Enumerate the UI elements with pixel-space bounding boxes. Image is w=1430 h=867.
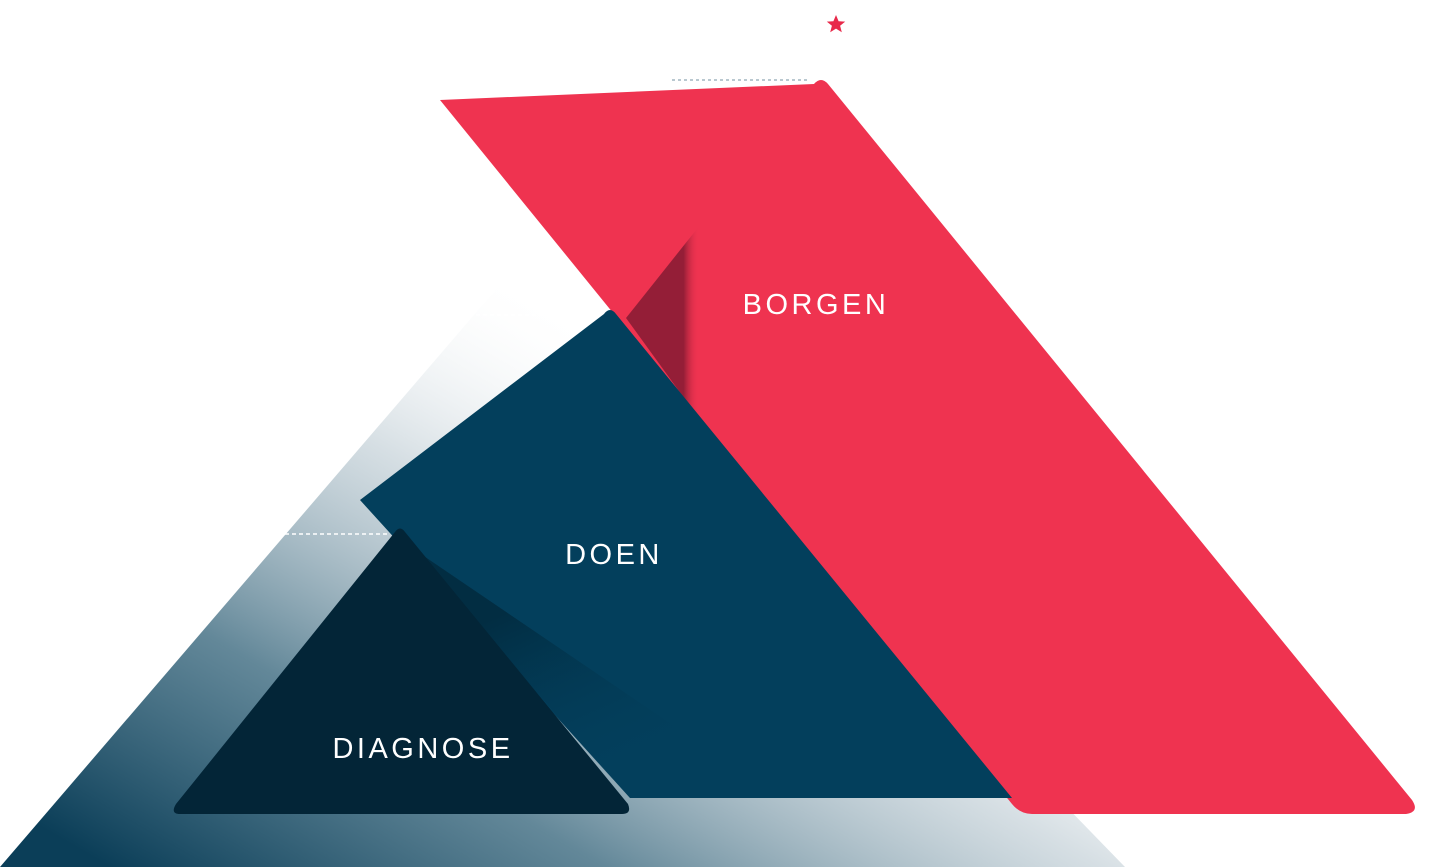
borgen-label: BORGEN <box>743 289 890 321</box>
doen-label: DOEN <box>565 539 663 571</box>
borgen-inner-shadow <box>626 200 760 420</box>
diagnose-label: DIAGNOSE <box>332 733 513 765</box>
star-icon <box>826 15 846 33</box>
diagnose-triangle <box>173 528 630 814</box>
doen-inner-shadow <box>412 548 780 798</box>
